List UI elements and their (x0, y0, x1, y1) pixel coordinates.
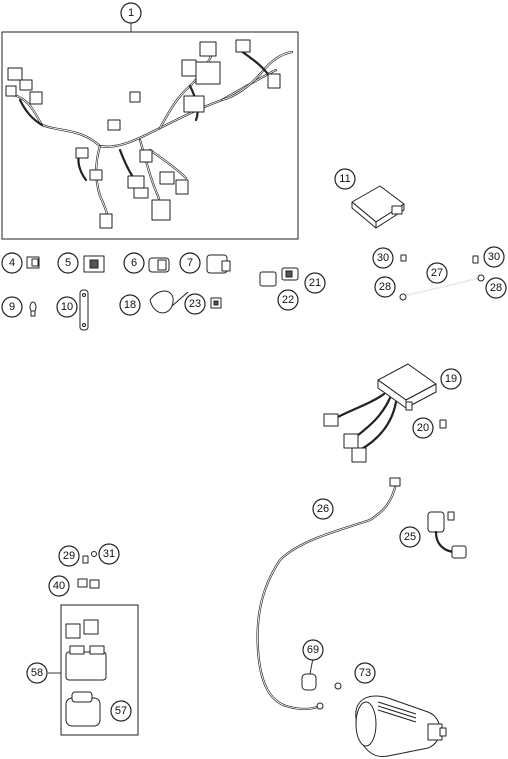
svg-text:6: 6 (131, 257, 137, 269)
svg-text:4: 4 (9, 257, 15, 269)
callout-27: 27 (426, 262, 448, 284)
svg-text:9: 9 (9, 301, 15, 313)
callout-1: 1 (120, 2, 142, 24)
svg-text:25: 25 (404, 531, 416, 543)
svg-text:5: 5 (65, 257, 71, 269)
svg-text:57: 57 (115, 705, 127, 717)
svg-text:22: 22 (282, 294, 294, 306)
svg-text:30: 30 (488, 251, 500, 263)
callout-7: 7 (179, 252, 201, 274)
callout-23: 23 (184, 293, 206, 315)
svg-text:20: 20 (417, 422, 429, 434)
svg-text:73: 73 (359, 667, 371, 679)
svg-text:29: 29 (63, 550, 75, 562)
svg-text:18: 18 (124, 299, 136, 311)
callout-4: 4 (1, 252, 23, 274)
part-25-sensor (427, 511, 467, 559)
part-6-connector (148, 257, 170, 273)
callout-69: 69 (302, 639, 324, 661)
callout-20: 20 (412, 417, 434, 439)
part-19-regulator (323, 363, 447, 463)
part-29-31-40-small (77, 551, 100, 589)
callout-22: 22 (277, 289, 299, 311)
callout-18: 18 (119, 294, 141, 316)
svg-text:26: 26 (317, 503, 329, 515)
svg-text:1: 1 (128, 7, 134, 19)
callout-30-left: 30 (372, 247, 394, 269)
svg-text:58: 58 (31, 667, 43, 679)
callout-57: 57 (110, 700, 132, 722)
callout-10: 10 (56, 296, 78, 318)
svg-text:10: 10 (61, 301, 73, 313)
starter-motor (355, 695, 447, 757)
callout-28-right: 28 (485, 277, 507, 299)
svg-text:11: 11 (339, 173, 350, 185)
wiring-harness-group (1, 23, 299, 240)
svg-text:23: 23 (189, 298, 201, 310)
svg-text:27: 27 (431, 267, 443, 279)
callout-30-right: 30 (483, 246, 505, 268)
part-18-cable-tie (149, 290, 189, 314)
part-11-control-module (351, 185, 405, 229)
svg-text:40: 40 (53, 580, 65, 592)
part-23-connector (210, 297, 222, 309)
callout-26: 26 (312, 498, 334, 520)
callout-5: 5 (57, 252, 79, 274)
part-26-cable (256, 477, 401, 711)
callout-58: 58 (26, 662, 48, 684)
callout-9: 9 (1, 296, 23, 318)
svg-text:19: 19 (445, 373, 457, 385)
part-58-relay-box (48, 604, 139, 736)
part-4-connector (26, 256, 40, 269)
svg-text:28: 28 (379, 281, 391, 293)
callout-19: 19 (440, 368, 462, 390)
svg-text:28: 28 (490, 282, 502, 294)
callout-40: 40 (48, 575, 70, 597)
callout-25: 25 (399, 526, 421, 548)
callout-28-left: 28 (374, 276, 396, 298)
svg-text:7: 7 (187, 257, 193, 269)
part-27-rod-assembly (399, 254, 485, 301)
callout-31: 31 (98, 543, 120, 565)
part-10-strap (79, 289, 89, 331)
harness-frame (1, 31, 299, 240)
part-69-73-fasteners (301, 657, 342, 691)
part-9-bulb (29, 301, 37, 317)
wiring-harness (5, 39, 294, 229)
svg-text:21: 21 (309, 277, 321, 289)
part-5-connector (83, 255, 105, 273)
svg-text:30: 30 (377, 252, 389, 264)
svg-text:69: 69 (307, 644, 319, 656)
callout-73: 73 (354, 662, 376, 684)
callout-21: 21 (304, 272, 326, 294)
svg-text:31: 31 (103, 548, 115, 560)
callout-11: 11 (334, 168, 356, 190)
callout-6: 6 (123, 252, 145, 274)
part-21-22-connectors (259, 267, 299, 287)
callout-29: 29 (58, 545, 80, 567)
part-7-connector (206, 254, 231, 274)
